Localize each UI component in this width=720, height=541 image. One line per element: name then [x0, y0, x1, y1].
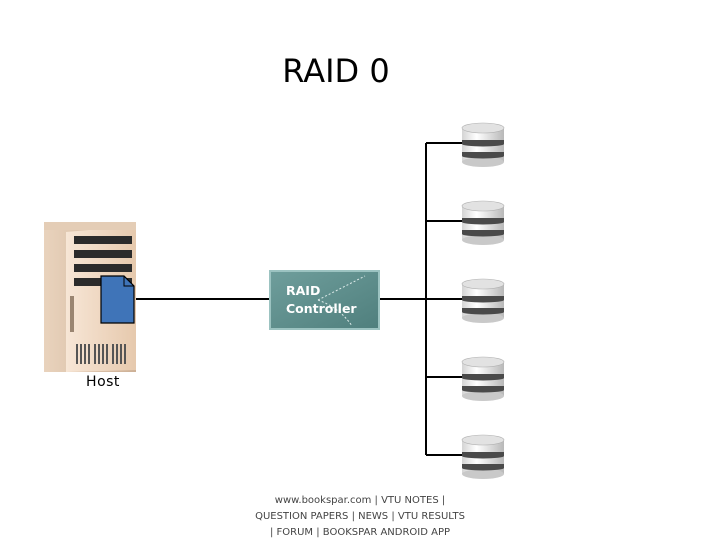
controller-label-line2: Controller — [286, 301, 357, 316]
disk-icon-4 — [461, 356, 505, 402]
footer: www.bookspar.com | VTU NOTES | QUESTION … — [250, 493, 470, 541]
raid-controller — [269, 270, 380, 330]
controller-dashed-line — [317, 275, 366, 301]
page-title: RAID 0 — [282, 52, 390, 90]
disk-icon-2 — [461, 200, 505, 246]
disk-icon-5 — [461, 434, 505, 480]
footer-line3: | FORUM | BOOKSPAR ANDROID APP — [269, 527, 451, 538]
controller-label: RAID Controller — [286, 282, 376, 318]
host-label: Host — [86, 374, 120, 390]
footer-line1: www.bookspar.com | VTU NOTES | — [274, 495, 446, 506]
footer-line2: QUESTION PAPERS | NEWS | VTU RESULTS — [255, 511, 465, 522]
disk-icon-1 — [461, 122, 505, 168]
disk-icon-3 — [461, 278, 505, 324]
document-icon — [100, 275, 135, 324]
document-fold-icon — [123, 276, 134, 287]
controller-label-line1: RAID — [286, 283, 321, 298]
